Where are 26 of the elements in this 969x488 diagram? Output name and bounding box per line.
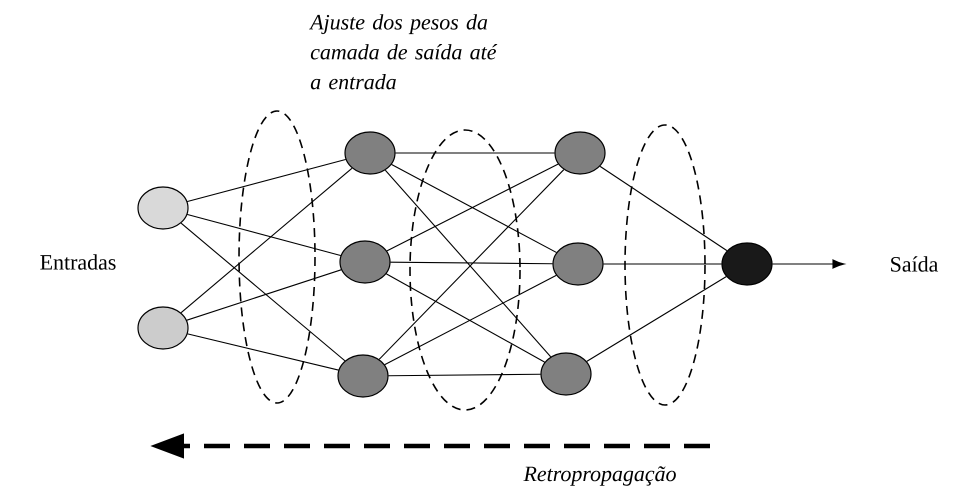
- arrow: [772, 259, 845, 269]
- connection-line: [600, 166, 728, 252]
- note-text: Ajuste dos pesos da camada de saída até a entrada: [309, 14, 498, 90]
- connection-line: [188, 333, 339, 371]
- output-label: Saída: [891, 256, 938, 272]
- neuron-circle: [344, 131, 396, 175]
- direction-label: Retropropagação: [523, 466, 676, 486]
- connection-line: [187, 214, 341, 256]
- connection-line: [390, 262, 552, 264]
- connection-line: [180, 168, 352, 314]
- neuron-circle: [721, 242, 773, 286]
- neuron-circle: [554, 131, 606, 175]
- connection-line: [187, 158, 346, 202]
- connection-line: [396, 152, 554, 154]
- neuron-circle: [339, 240, 391, 284]
- connection-line: [586, 276, 727, 362]
- neuron-circle: [137, 186, 189, 230]
- neuron-circle: [337, 354, 389, 398]
- connection-line: [186, 269, 342, 321]
- neuron-circle: [540, 352, 592, 396]
- connection-line: [604, 263, 722, 265]
- input-label: Entradas: [40, 254, 116, 270]
- connection-line: [180, 222, 346, 362]
- neuron-circle: [552, 242, 604, 286]
- neuron-circle: [137, 306, 189, 350]
- connection-line: [388, 374, 540, 376]
